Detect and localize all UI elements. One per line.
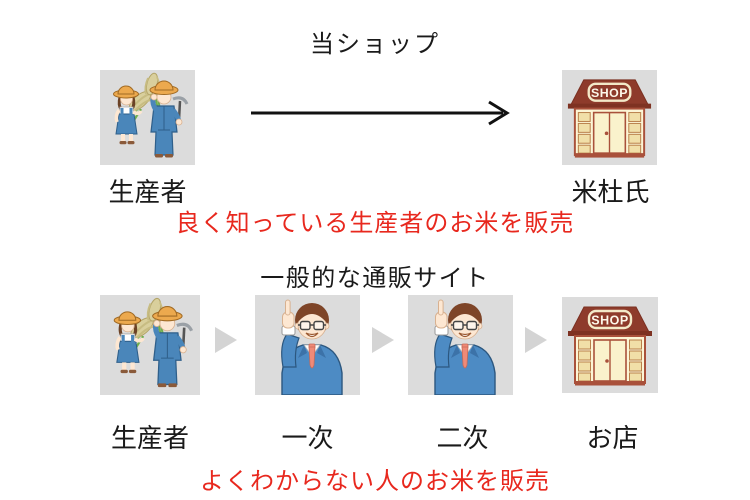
top-flow-title: 当ショップ [310, 31, 440, 58]
shop-icon [562, 70, 657, 165]
farmers-icon [100, 70, 195, 165]
triangle-right-icon [215, 327, 237, 353]
bottom-node-label-second: 二次 [436, 423, 489, 453]
producers-illustration-top [100, 70, 195, 165]
top-source-label: 生産者 [108, 177, 187, 207]
businessman-icon [408, 295, 513, 395]
shop-illustration-top [562, 70, 657, 165]
bottom-flow-caption: よくわからない人のお米を販売 [200, 468, 550, 495]
shop-icon [562, 297, 658, 393]
businessman-icon [255, 295, 360, 395]
second-distributor-illustration [408, 295, 513, 395]
bottom-node-label-producers: 生産者 [110, 423, 189, 453]
arrow-right-icon [251, 100, 510, 126]
shop-illustration-bottom [562, 297, 658, 393]
farmers-icon [100, 295, 200, 395]
triangle-right-icon [372, 327, 394, 353]
bottom-node-label-first: 一次 [281, 423, 334, 453]
top-target-label: 米杜氏 [571, 177, 650, 207]
producers-illustration-bottom [100, 295, 200, 395]
bottom-flow-title: 一般的な通販サイト [260, 265, 490, 292]
bottom-node-label-store: お店 [586, 423, 639, 453]
top-flow-caption: 良く知っている生産者のお米を販売 [175, 210, 575, 237]
triangle-right-icon [525, 327, 547, 353]
first-distributor-illustration [255, 295, 360, 395]
